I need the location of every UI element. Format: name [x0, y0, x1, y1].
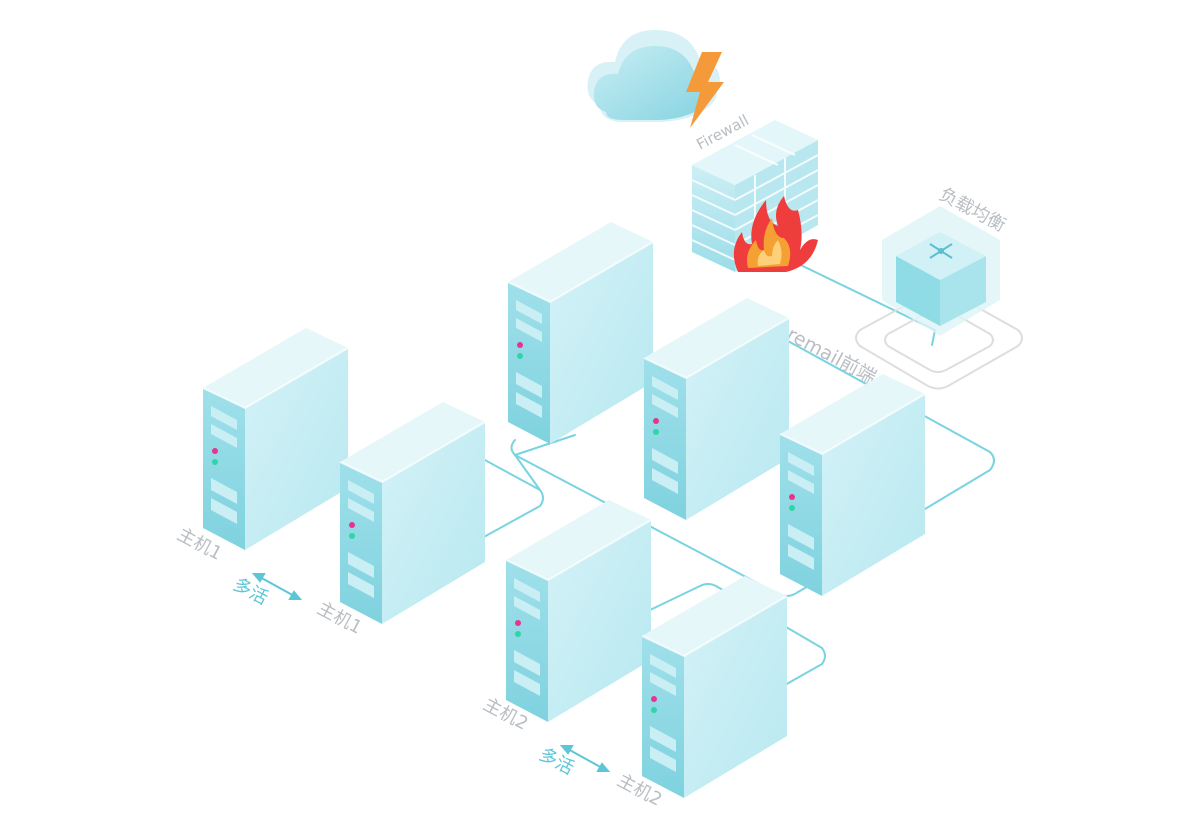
- double-arrow-icon: [559, 745, 611, 772]
- lightning-icon: [686, 52, 724, 128]
- server-icon: [505, 499, 652, 723]
- server-icon: [643, 297, 790, 521]
- load-balancer-icon: [882, 206, 1000, 336]
- flame-icon: [733, 196, 818, 272]
- server-icon: [779, 373, 926, 597]
- server-icon: [202, 327, 349, 551]
- server-icon: [339, 401, 486, 625]
- server-icon: [507, 221, 654, 445]
- double-arrow-icon: [251, 573, 303, 600]
- server-icon: [641, 575, 788, 799]
- cloud-icon: [587, 30, 720, 122]
